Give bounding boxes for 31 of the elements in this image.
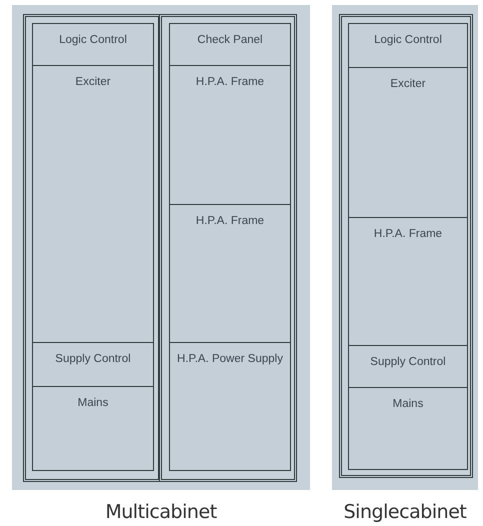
rack-section (32, 23, 154, 66)
rack-section (169, 23, 291, 66)
rack-section (348, 23, 468, 68)
rack-section (348, 387, 468, 470)
section-label: Supply Control (55, 352, 131, 367)
section-label: Mains (78, 396, 108, 411)
rack-section (32, 65, 154, 343)
section-label: H.P.A. Frame (196, 214, 264, 229)
cabinet-frame (159, 14, 297, 482)
rack-section (169, 65, 291, 205)
rack-section (32, 386, 154, 471)
section-label: Logic Control (374, 33, 442, 48)
section-label: H.P.A. Power Supply (177, 352, 283, 367)
rack-section (348, 345, 468, 388)
section-label: Exciter (75, 75, 111, 90)
cabinet-frame (23, 14, 161, 482)
section-label: H.P.A. Frame (196, 75, 264, 90)
section-label: Mains (392, 397, 424, 412)
rack-section (169, 204, 291, 343)
section-label: Exciter (390, 77, 426, 92)
section-label: H.P.A. Frame (374, 227, 442, 242)
rack-section (348, 217, 468, 346)
section-label: Check Panel (197, 33, 263, 48)
rack-section (169, 342, 291, 471)
cabinet-caption: Multicabinet (104, 500, 218, 525)
cabinet-caption: Singlecabinet (342, 500, 468, 525)
section-label: Supply Control (370, 355, 446, 370)
rack-section (348, 67, 468, 218)
section-label: Logic Control (59, 33, 127, 48)
rack-section (32, 342, 154, 387)
cabinet-frame (339, 14, 473, 478)
